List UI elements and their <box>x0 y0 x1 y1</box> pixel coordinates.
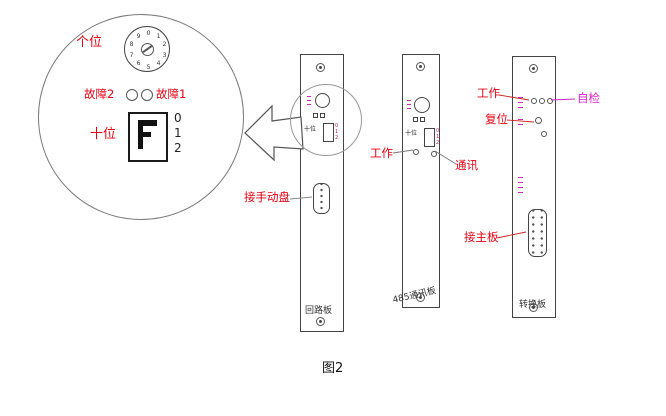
comm-dip-digit: 2 <box>436 140 440 146</box>
pin-mark <box>518 192 523 193</box>
loop-board-name: 回路板 <box>305 306 333 316</box>
jumper-block <box>420 117 425 122</box>
comm-dip-digit: 0 <box>436 128 440 134</box>
dip-lever-top <box>143 120 157 126</box>
rotary-digit: 5 <box>146 64 151 71</box>
rotary-slot-icon <box>141 43 154 56</box>
pin-mark <box>518 187 523 188</box>
screw-icon <box>316 317 325 326</box>
fault1-led <box>141 89 153 101</box>
comm-led <box>431 151 437 157</box>
rotary-digit: 2 <box>162 41 167 48</box>
screw-icon <box>529 303 538 312</box>
tens-digit-label: 十位 <box>90 127 117 142</box>
detail-source-circle <box>290 84 362 156</box>
converter-work-label: 工作 <box>477 86 500 100</box>
handwheel-label: 接手动盘 <box>244 190 290 204</box>
rotary-digit: 3 <box>162 52 167 59</box>
pin-mark <box>518 182 523 183</box>
pin-mark <box>518 97 523 98</box>
db9-connector <box>313 183 330 214</box>
screw-icon <box>416 293 425 302</box>
rotary-digit: 9 <box>136 33 141 40</box>
rotary-digit: 6 <box>136 60 141 67</box>
converter-board: 转换板 <box>512 56 556 318</box>
converter-mainboard-label: 接主板 <box>464 230 499 244</box>
pin-mark <box>518 124 523 125</box>
comm-dip-switch <box>424 128 435 147</box>
ones-digit-label: 个位 <box>76 35 103 50</box>
pin-mark <box>518 102 523 103</box>
dip-lever-vertical <box>138 120 143 149</box>
aux-led <box>541 131 547 137</box>
fault2-led <box>126 89 138 101</box>
converter-selfcheck-label: 自检 <box>577 91 600 105</box>
dip-digit-0: 0 <box>174 111 182 125</box>
selfcheck-led <box>547 98 553 104</box>
comm-board: 十位 0 1 2 <box>402 54 440 308</box>
dip-digit-2: 2 <box>174 141 182 155</box>
rotary-digit: 7 <box>129 52 134 59</box>
pin-mark <box>518 177 523 178</box>
jumper-block <box>413 117 418 122</box>
work-led <box>531 98 537 104</box>
comm-dip-digit: 1 <box>436 134 440 140</box>
pin-mark <box>407 100 411 101</box>
pin-mark <box>518 107 523 108</box>
comm-tens-label: 十位 <box>405 130 418 137</box>
dip-lever-mid <box>143 132 151 137</box>
dip-digit-1: 1 <box>174 126 182 140</box>
fault1-label: 故障1 <box>156 87 187 101</box>
status-led <box>539 98 545 104</box>
mainboard-connector <box>528 209 547 257</box>
comm-board-work-label: 工作 <box>370 146 393 160</box>
comm-rotary-switch <box>414 97 430 113</box>
screw-icon <box>316 63 325 72</box>
comm-board-comm-label: 通讯 <box>455 158 478 172</box>
reset-button <box>535 117 542 124</box>
rotary-digit: 8 <box>129 41 134 48</box>
pin-mark <box>518 119 523 120</box>
rotary-digit: 4 <box>156 60 161 67</box>
fault2-label: 故障2 <box>84 87 115 101</box>
pin-mark <box>407 104 411 105</box>
pin-mark <box>407 108 411 109</box>
rotary-switch: 0 1 2 3 4 5 6 7 8 9 <box>124 26 170 72</box>
rotary-digit: 0 <box>146 30 151 37</box>
screw-icon <box>529 64 538 73</box>
work-led <box>413 149 419 155</box>
dip-switch <box>128 112 168 162</box>
rotary-digit: 1 <box>156 33 161 40</box>
converter-reset-label: 复位 <box>485 112 508 126</box>
screw-icon <box>416 62 425 71</box>
figure-caption: 图2 <box>322 361 344 376</box>
